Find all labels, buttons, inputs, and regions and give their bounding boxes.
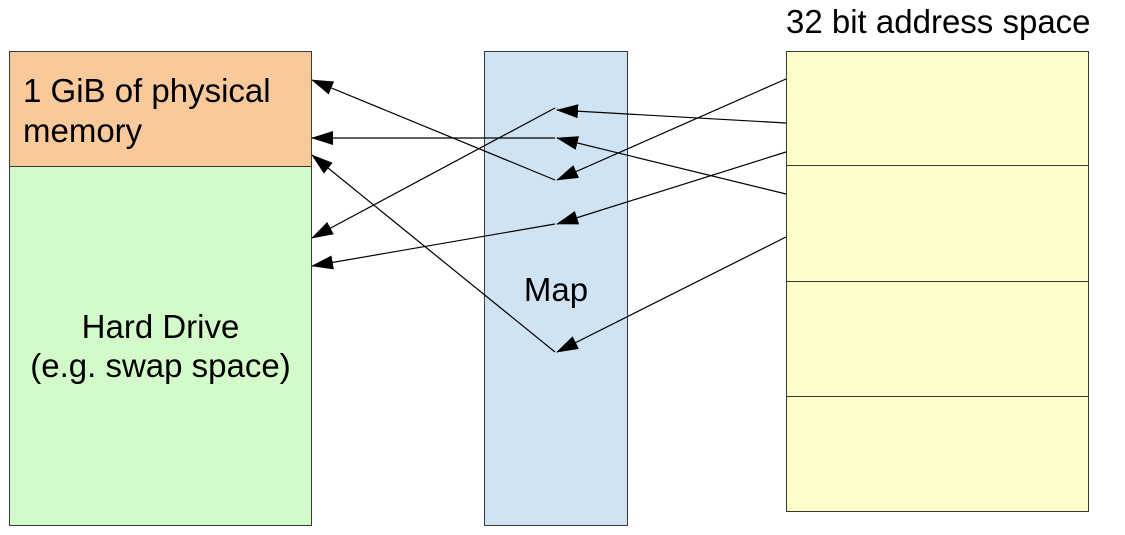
physical-memory-label-line1: 1 GiB of physical bbox=[23, 72, 271, 109]
arrow-address-to-map bbox=[556, 78, 787, 181]
arrow-map-to-hard-drive bbox=[311, 223, 556, 270]
arrow-address-to-map bbox=[556, 236, 787, 353]
hard-drive-label-line1: Hard Drive bbox=[81, 308, 240, 345]
arrow-address-to-map bbox=[556, 151, 787, 225]
hard-drive-label-line2: (e.g. swap space) bbox=[30, 347, 291, 384]
address-space-divider bbox=[786, 165, 1089, 166]
address-space-title: 32 bit address space bbox=[786, 3, 1091, 40]
arrow-address-to-map bbox=[556, 104, 787, 124]
hard-drive-box bbox=[9, 166, 312, 526]
arrow-map-to-hard-drive bbox=[311, 107, 556, 239]
address-space-divider bbox=[786, 396, 1089, 397]
physical-memory-box bbox=[9, 51, 312, 167]
arrow-map-to-physical bbox=[311, 79, 556, 181]
arrow-address-to-map bbox=[556, 136, 787, 195]
map-box bbox=[484, 51, 628, 526]
physical-memory-label-line2: memory bbox=[23, 112, 143, 149]
map-label: Map bbox=[523, 271, 589, 308]
arrow-map-to-physical bbox=[311, 154, 556, 353]
address-space-divider bbox=[786, 281, 1089, 282]
